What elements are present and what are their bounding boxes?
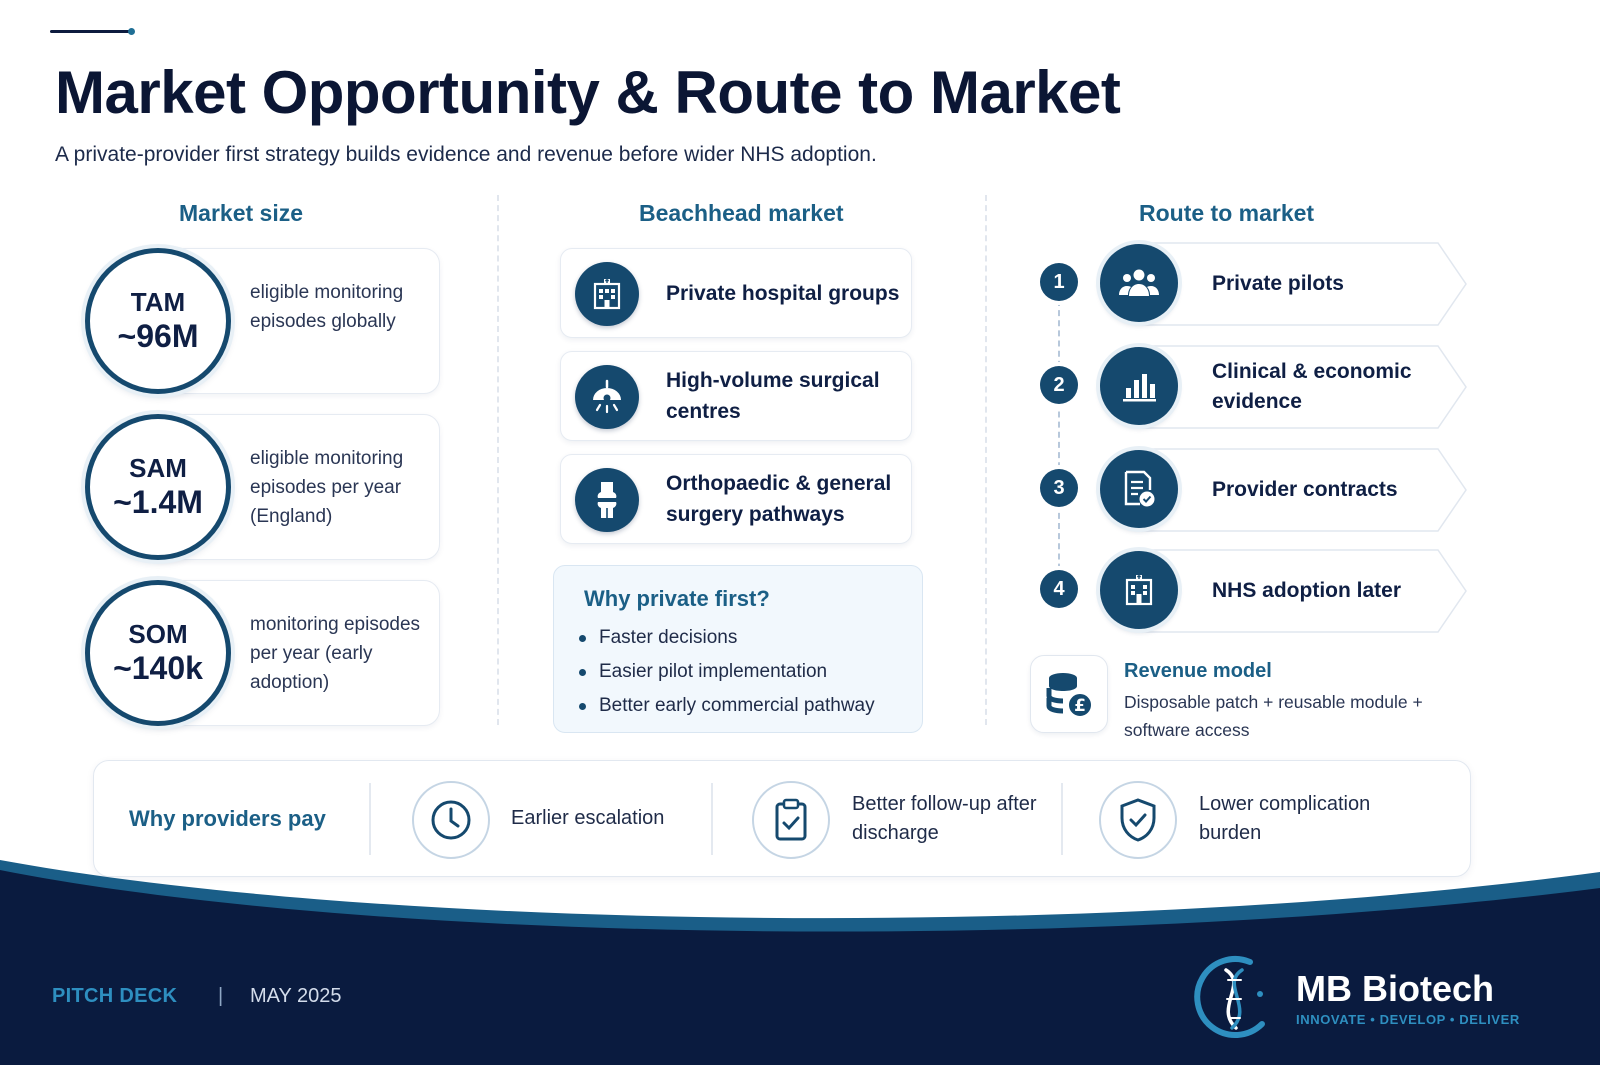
providers-separator: [1061, 783, 1063, 855]
tam-ring: TAM ~96M: [85, 248, 231, 394]
route-step-label: NHS adoption later: [1212, 579, 1402, 602]
providers-title: Why providers pay: [129, 805, 326, 831]
beachhead-item: High-volume surgical centres: [560, 351, 912, 441]
page-subtitle: A private-provider first strategy builds…: [55, 143, 877, 166]
sam-description: eligible monitoring episodes per year (E…: [250, 448, 404, 527]
footer-deck-label: PITCH DECK: [52, 985, 178, 1007]
hospital-icon: [1100, 551, 1178, 629]
people-group-icon: [1100, 244, 1178, 322]
knee-joint-icon: [575, 468, 639, 532]
beachhead-label: Private hospital groups: [666, 281, 900, 305]
revenue-model-title: Revenue model: [1124, 660, 1272, 682]
page-title: Market Opportunity & Route to Market: [55, 59, 1121, 126]
route-step-number: 1: [1040, 263, 1078, 301]
route-step-number: 4: [1040, 570, 1078, 608]
why-private-first-title: Why private first?: [584, 586, 770, 611]
surgical-lamp-icon: [575, 365, 639, 429]
route-step-label: Provider contracts: [1212, 478, 1398, 501]
hospital-icon: [575, 262, 639, 326]
route-step-label: Clinical & economic evidence: [1212, 360, 1412, 413]
som-label: SOM: [128, 618, 188, 649]
beachhead-label: High-volume surgical centres: [666, 369, 880, 423]
column-divider: [497, 195, 499, 725]
coins-pound-icon: £: [1030, 655, 1108, 733]
sam-ring: SAM ~1.4M: [85, 414, 231, 560]
providers-benefit: Earlier escalation: [511, 807, 665, 829]
footer-date: MAY 2025: [250, 985, 342, 1007]
why-point: Easier pilot implementation: [579, 655, 875, 689]
route-step: Private pilots: [1100, 242, 1468, 326]
why-private-first-list: Faster decisions Easier pilot implementa…: [579, 621, 875, 723]
footer-background: [0, 860, 1600, 1065]
route-connector-line: [1058, 300, 1060, 600]
tam-description: eligible monitoring episodes globally: [250, 282, 404, 332]
why-point: Better early commercial pathway: [579, 689, 875, 723]
footer-separator: |: [218, 985, 224, 1007]
route-step-number: 3: [1040, 469, 1078, 507]
providers-bar: Why providers pay Earlier escalation Bet…: [93, 760, 1471, 877]
sam-value: ~1.4M: [113, 483, 203, 520]
providers-separator: [369, 783, 371, 855]
som-card: SOM ~140k monitoring episodes per year (…: [85, 580, 440, 726]
route-step-number: 2: [1040, 366, 1078, 404]
brand-name: MB Biotech: [1296, 968, 1494, 1009]
tam-card: TAM ~96M eligible monitoring episodes gl…: [85, 248, 440, 394]
providers-benefit: Lower complication burden: [1199, 792, 1371, 844]
brand-tagline: INNOVATE • DEVELOP • DELIVER: [1296, 1012, 1520, 1027]
route-title: Route to market: [1139, 200, 1315, 226]
market-size-title: Market size: [179, 200, 304, 226]
beachhead-item: Private hospital groups: [560, 248, 912, 338]
sam-card: SAM ~1.4M eligible monitoring episodes p…: [85, 414, 440, 560]
som-description: monitoring episodes per year (early adop…: [250, 614, 421, 693]
why-private-first-box: Why private first? Faster decisions Easi…: [553, 565, 923, 733]
tam-label: TAM: [130, 286, 186, 317]
contract-check-icon: [1100, 450, 1178, 528]
route-step: Provider contracts: [1100, 448, 1468, 532]
shield-check-icon: [1099, 781, 1177, 859]
clock-icon: [412, 781, 490, 859]
sam-label: SAM: [129, 452, 187, 483]
som-value: ~140k: [113, 649, 203, 686]
route-step: NHS adoption later: [1100, 549, 1468, 633]
tam-value: ~96M: [117, 317, 199, 354]
beachhead-title: Beachhead market: [639, 200, 844, 226]
dna-logo-icon: [1194, 956, 1265, 1038]
bar-chart-icon: [1100, 347, 1178, 425]
revenue-model-text: Disposable patch + reusable module + sof…: [1124, 692, 1423, 740]
beachhead-item: Orthopaedic & general surgery pathways: [560, 454, 912, 544]
providers-separator: [711, 783, 713, 855]
som-ring: SOM ~140k: [85, 580, 231, 726]
beachhead-label: Orthopaedic & general surgery pathways: [666, 472, 892, 526]
clipboard-check-icon: [752, 781, 830, 859]
route-step-label: Private pilots: [1212, 272, 1344, 295]
route-step: Clinical & economic evidence: [1100, 345, 1468, 429]
accent-line: [50, 28, 135, 35]
svg-text:£: £: [1074, 696, 1086, 716]
providers-benefit: Better follow-up after discharge: [852, 792, 1037, 844]
why-point: Faster decisions: [579, 621, 875, 655]
column-divider: [985, 195, 987, 725]
